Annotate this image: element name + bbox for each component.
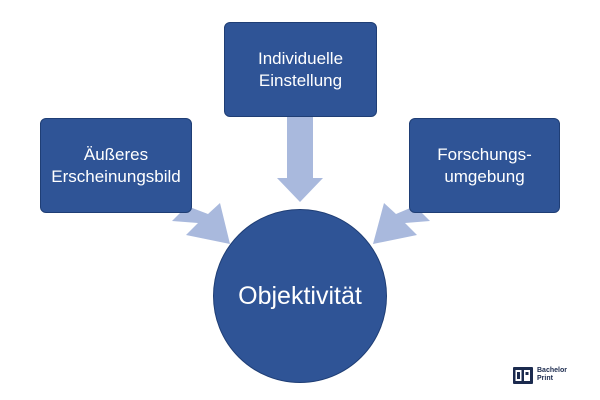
center-label: Objektivität (238, 281, 362, 310)
bachelorprint-logo-icon (513, 367, 533, 384)
arrow-left-icon (172, 203, 230, 244)
logo-line2: Print (537, 375, 553, 382)
arrow-right-icon (373, 203, 430, 244)
box-top-line2: Einstellung (258, 70, 343, 90)
box-individuelle-einstellung: Individuelle Einstellung (224, 22, 377, 117)
center-circle-objektivitaet: Objektivität (213, 209, 387, 383)
box-left-line1: Äußeres (83, 144, 149, 164)
box-right-line2: umgebung (444, 166, 525, 186)
box-top-line1: Individuelle (257, 48, 344, 68)
box-forschungsumgebung: Forschungs- umgebung (409, 118, 560, 213)
logo-line1: Bachelor (537, 367, 567, 374)
box-left-line2: Erscheinungsbild (51, 166, 181, 186)
bachelorprint-logo: Bachelor Print (512, 364, 572, 388)
box-aeusseres-erscheinungsbild: Äußeres Erscheinungsbild (40, 118, 192, 213)
arrow-top-icon (277, 117, 323, 202)
box-right-line1: Forschungs- (437, 144, 532, 164)
logo-text: Bachelor Print (537, 367, 567, 383)
